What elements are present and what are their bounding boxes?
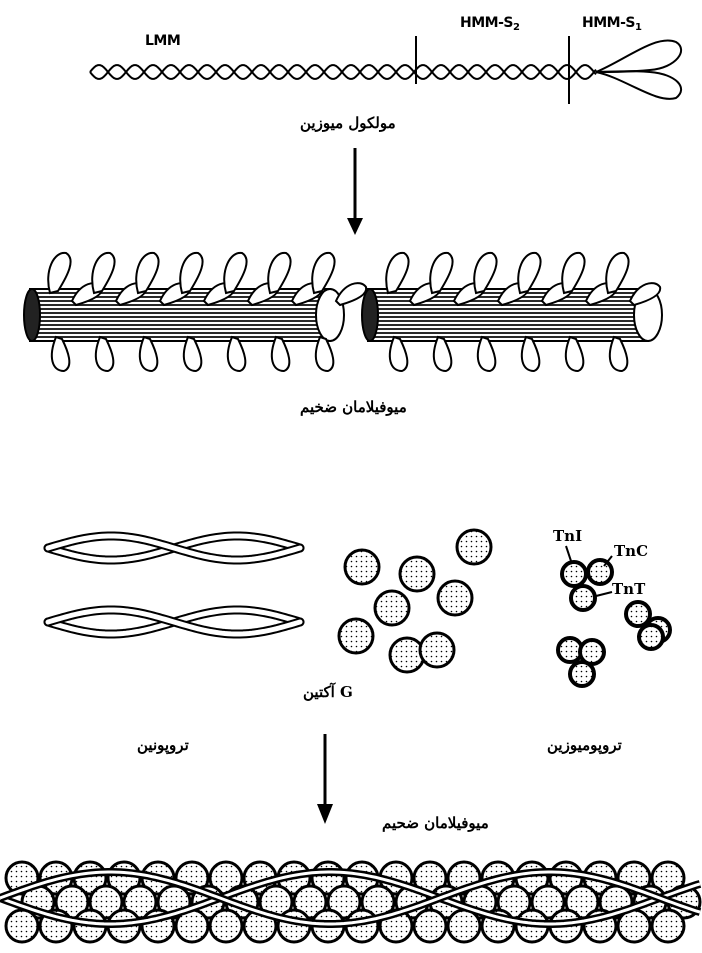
thin-filament bbox=[0, 862, 700, 942]
actin-monomer bbox=[6, 910, 38, 942]
myosin-head-bottom bbox=[52, 337, 70, 371]
myosin-head-bottom bbox=[228, 337, 246, 371]
g-actin-globule bbox=[438, 581, 472, 615]
myosin-head-upper bbox=[596, 40, 681, 72]
myosin-head-bottom bbox=[610, 337, 628, 371]
myosin-head-top bbox=[180, 253, 202, 293]
myosin-head-bottom bbox=[566, 337, 584, 371]
myosin-head-bottom bbox=[184, 337, 202, 371]
myosin-head-top bbox=[562, 253, 584, 293]
troponin-subunit bbox=[562, 562, 586, 586]
myosin-molecule-label: مولکول میوزین bbox=[300, 114, 396, 132]
f-actin-strands bbox=[48, 536, 300, 634]
hmm-s2-label: HMM-S2 bbox=[460, 15, 519, 33]
tni-label: TnI bbox=[553, 527, 582, 545]
myosin-head-top bbox=[268, 253, 290, 293]
myosin-head-top bbox=[224, 253, 246, 293]
actin-monomer bbox=[210, 910, 242, 942]
myosin-head-top bbox=[430, 253, 452, 293]
myosin-head-top bbox=[606, 253, 628, 293]
filament-start-cap bbox=[24, 289, 40, 341]
myosin-head-bottom bbox=[96, 337, 114, 371]
troponin-label: تروپونین bbox=[137, 736, 189, 754]
myosin-head-top bbox=[474, 253, 496, 293]
tnt-pointer bbox=[596, 592, 612, 596]
myosin-head-top bbox=[518, 253, 540, 293]
troponin-complexes bbox=[558, 546, 670, 686]
thick-myofilament-label: میوفیلامان ضخیم bbox=[300, 398, 407, 416]
tnc-label: TnC bbox=[614, 542, 648, 560]
actin-monomer bbox=[414, 910, 446, 942]
myosin-head-top bbox=[312, 253, 334, 293]
troponin-subunit bbox=[588, 560, 612, 584]
myosin-head-bottom bbox=[390, 337, 408, 371]
myosin-head-lower bbox=[596, 71, 681, 99]
myosin-head-bottom bbox=[478, 337, 496, 371]
g-actin-globule bbox=[420, 633, 454, 667]
myosin-head-bottom bbox=[140, 337, 158, 371]
thick-filament-right bbox=[362, 253, 662, 371]
actin-twist-bottom bbox=[48, 610, 300, 634]
thick-filament-left bbox=[24, 253, 366, 371]
tropomyosin-label: تروپومیوزین bbox=[547, 736, 622, 754]
arrow-down-2 bbox=[317, 734, 333, 824]
lmm-label: LMM bbox=[145, 33, 180, 49]
myosin-head-top bbox=[386, 253, 408, 293]
troponin-subunit bbox=[571, 586, 595, 610]
tnt-label: TnT bbox=[612, 580, 645, 598]
g-actin-globule bbox=[345, 550, 379, 584]
myosin-head-bottom bbox=[272, 337, 290, 371]
g-actin-globule bbox=[400, 557, 434, 591]
hmm-s1-label: HMM-S1 bbox=[582, 15, 641, 33]
thin-myofilament-label: میوفیلامان ضحیم bbox=[382, 814, 489, 832]
g-actin-globule bbox=[375, 591, 409, 625]
g-actin-globule bbox=[457, 530, 491, 564]
arrow-down-1 bbox=[347, 148, 363, 235]
myosin-head-top bbox=[92, 253, 114, 293]
myosin-head-mid bbox=[336, 283, 366, 305]
actin-twist-top bbox=[48, 536, 300, 560]
myosin-head-top bbox=[136, 253, 158, 293]
myosin-head-bottom bbox=[434, 337, 452, 371]
filament-start-cap bbox=[362, 289, 378, 341]
myosin-head-top bbox=[48, 253, 70, 293]
g-actin-label: G آکتین bbox=[303, 683, 353, 701]
g-actin-globule bbox=[339, 619, 373, 653]
actin-monomer bbox=[652, 910, 684, 942]
myosin-head-bottom bbox=[316, 337, 334, 371]
actin-monomer bbox=[448, 910, 480, 942]
troponin-subunit bbox=[639, 625, 663, 649]
myosin-head-bottom bbox=[522, 337, 540, 371]
troponin-subunit bbox=[570, 662, 594, 686]
g-actin-globules bbox=[339, 530, 491, 672]
g-actin-globule bbox=[390, 638, 424, 672]
